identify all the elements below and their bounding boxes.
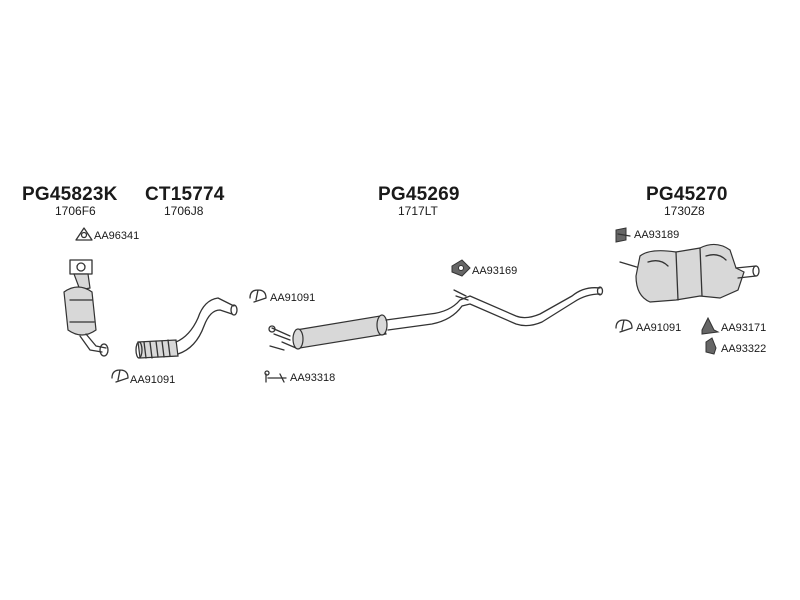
assembly-oem-middle-silencer: 1717LT [398,204,438,218]
clamp-icon [615,319,633,333]
bracket-icon [615,227,631,243]
assembly-code-front-pipe: CT15774 [145,184,225,205]
catalytic-converter [63,259,109,357]
assembly-code-rear-silencer: PG45270 [646,184,728,205]
assembly-oem-catalyst: 1706F6 [55,204,96,218]
middle-silencer [268,286,604,351]
assembly-oem-rear-silencer: 1730Z8 [664,204,705,218]
hook-icon [705,337,717,355]
part-label: AA93322 [721,343,767,355]
hanger-icon [701,316,720,335]
part-label: AA93189 [634,229,680,241]
part-label: AA93171 [721,322,767,334]
clamp-icon [249,289,267,303]
assembly-oem-front-pipe: 1706J8 [164,204,204,218]
part-label: AA93318 [290,372,336,384]
part-label: AA96341 [94,230,140,242]
part-label: AA91091 [130,374,176,386]
rear-silencer [619,243,760,303]
assembly-code-middle-silencer: PG45269 [378,184,460,205]
front-pipe [135,297,238,359]
part-label: AA91091 [636,322,682,334]
part-label: AA91091 [270,292,316,304]
assembly-code-catalyst: PG45823K [22,184,118,205]
gasket-icon [75,227,93,241]
bolt-icon [264,370,287,383]
rubber-mount-icon [451,259,471,277]
part-label: AA93169 [472,265,518,277]
clamp-icon [111,369,129,383]
